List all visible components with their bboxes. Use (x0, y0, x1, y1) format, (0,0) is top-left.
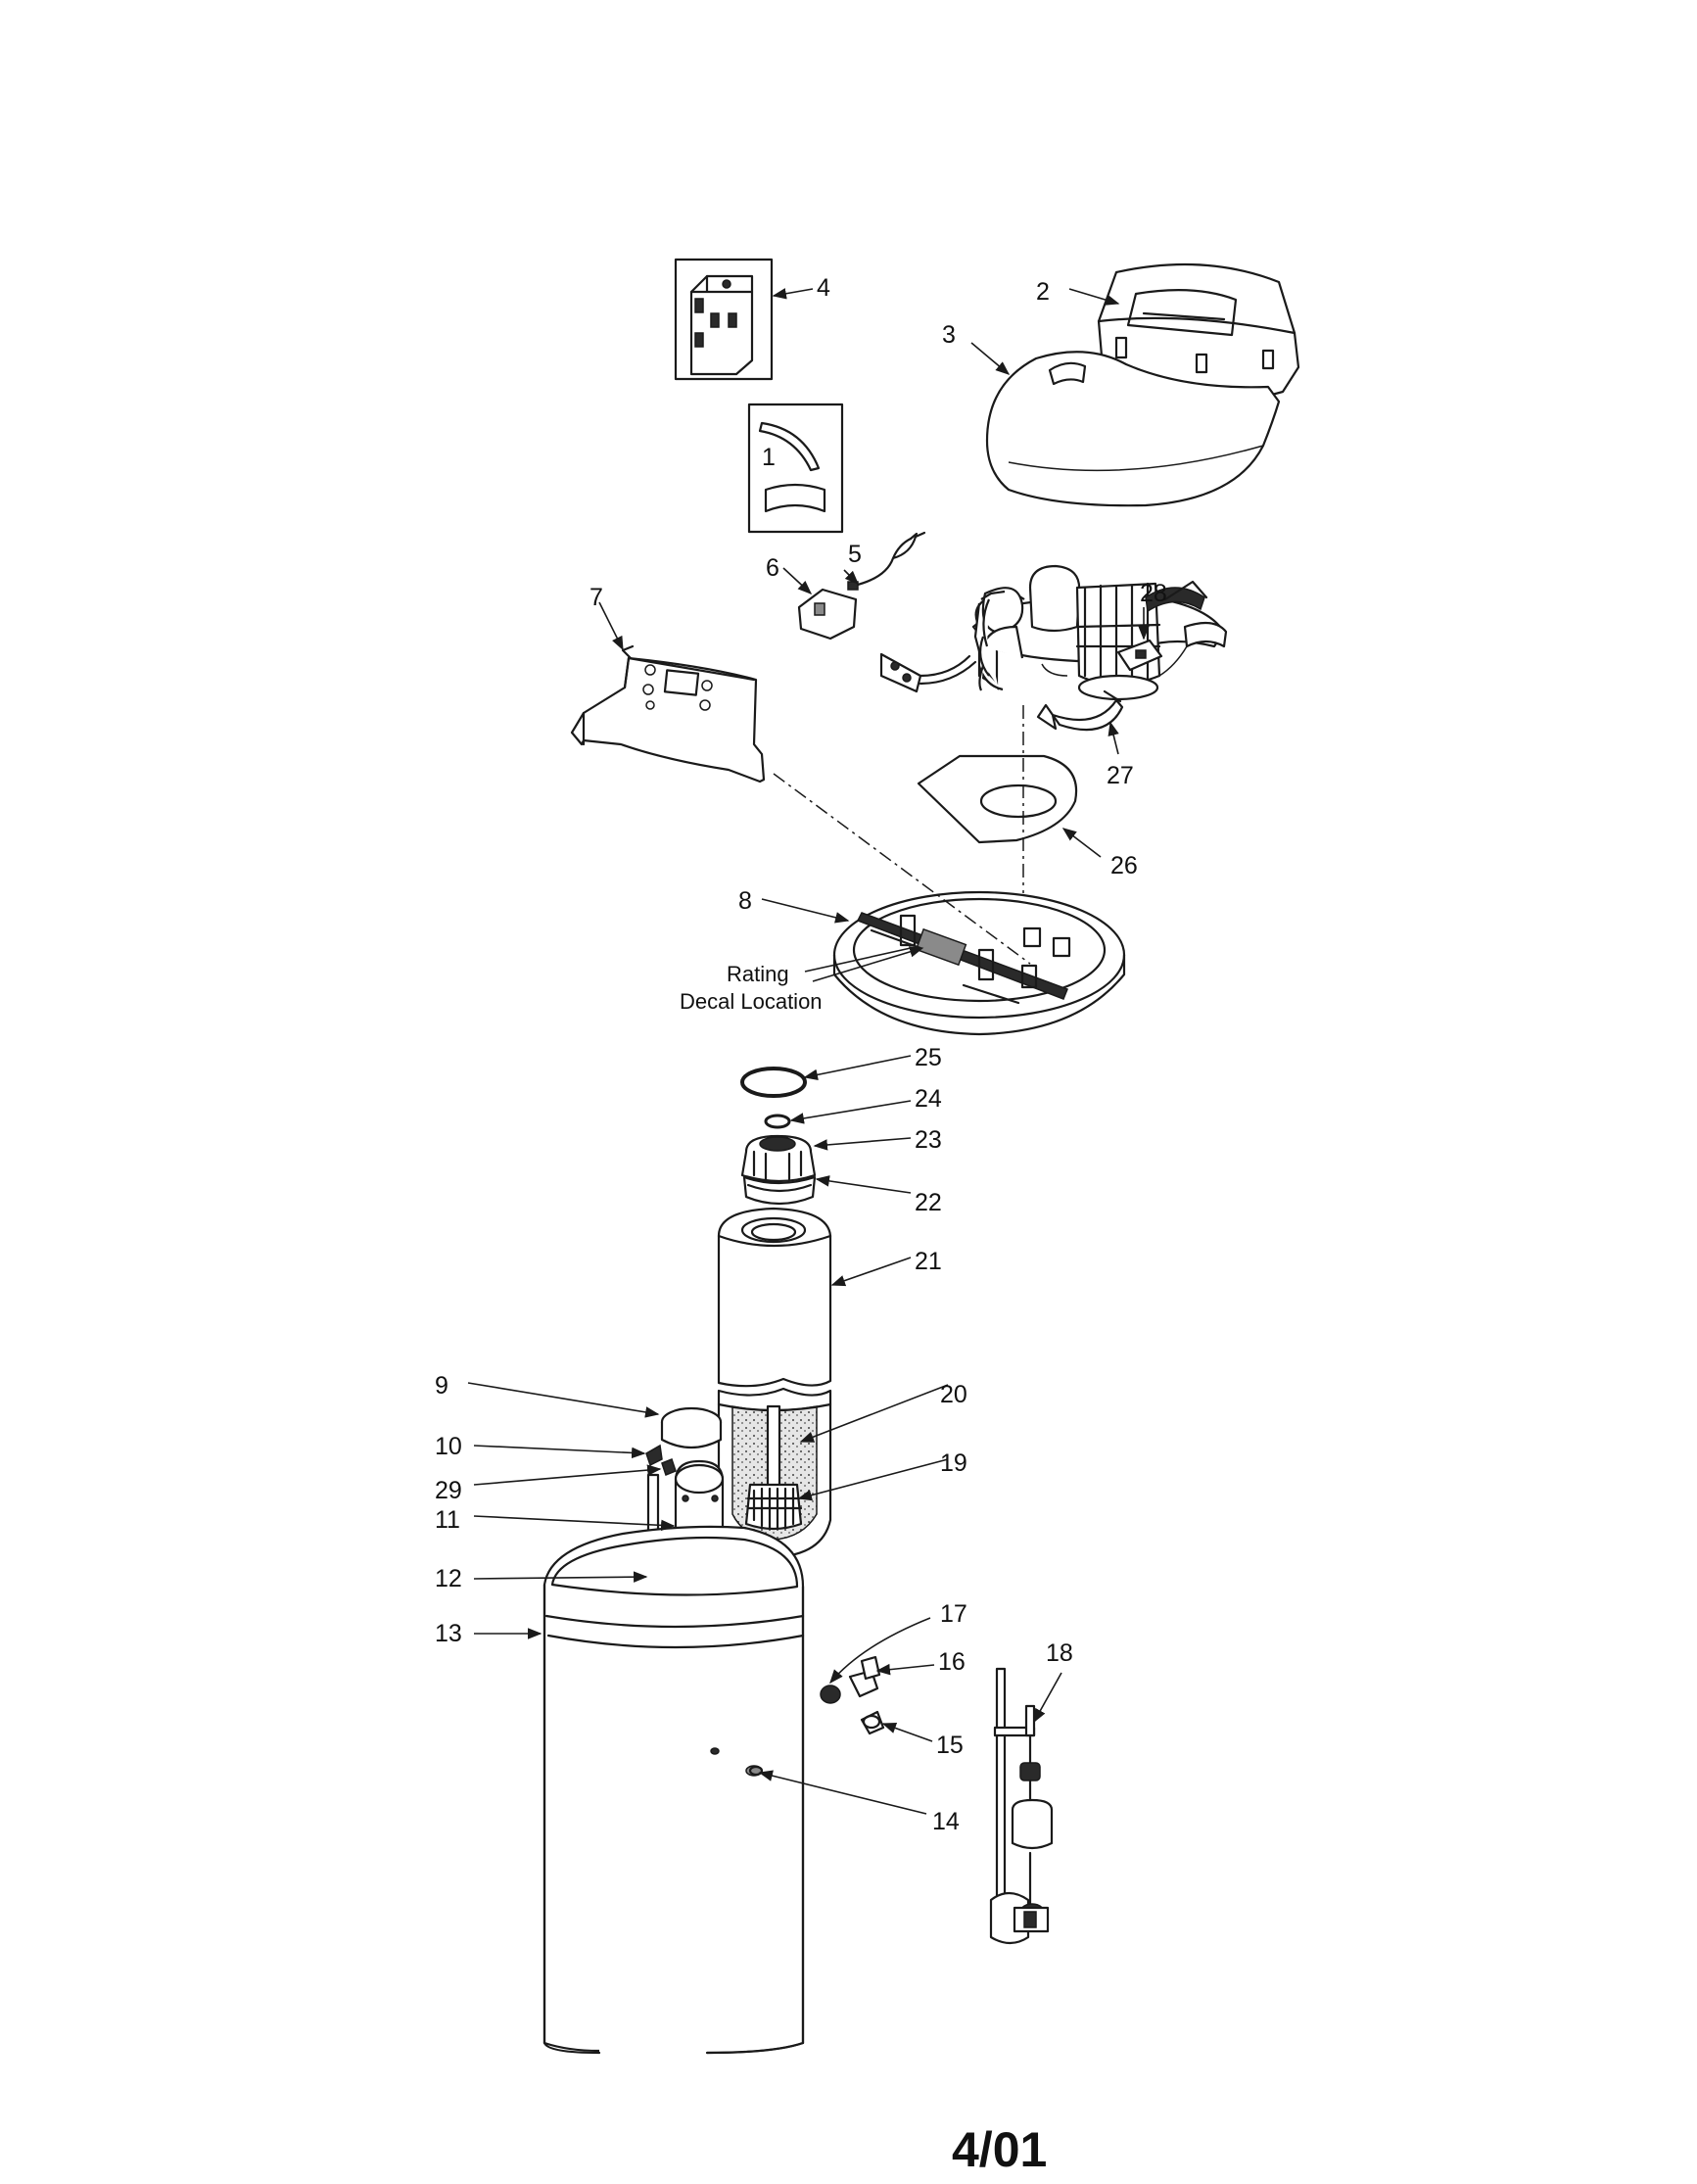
rating-decal-line1: Rating (727, 962, 789, 986)
callout-23: 23 (915, 1126, 942, 1154)
rating-decal-line2: Decal Location (680, 989, 823, 1014)
callout-12: 12 (435, 1565, 462, 1592)
part-25-o-ring (740, 1067, 807, 1098)
callout-5: 5 (848, 541, 862, 568)
callout-1: 1 (762, 444, 776, 471)
part-29-clip (661, 1458, 677, 1476)
part-24-o-ring (764, 1114, 791, 1129)
part-17-grommet (820, 1685, 841, 1704)
callout-11: 11 (435, 1506, 460, 1534)
part-23-adapter (740, 1134, 817, 1183)
callout-22: 22 (915, 1189, 942, 1216)
rating-decal-note: Rating Decal Location (680, 962, 823, 1014)
part-8-base-plate (832, 890, 1126, 1036)
part-9-brine-well-cap (660, 1406, 723, 1449)
part-15-hose-clamp (860, 1710, 885, 1735)
callout-19: 19 (940, 1449, 967, 1477)
callout-20: 20 (940, 1381, 967, 1408)
callout-17: 17 (940, 1600, 967, 1628)
callout-29: 29 (435, 1477, 462, 1504)
callout-4: 4 (817, 274, 830, 302)
callout-10: 10 (435, 1433, 462, 1460)
part-1-strap-and-pad (747, 403, 844, 534)
callout-15: 15 (936, 1732, 964, 1759)
part-5-wire-harness (847, 531, 926, 591)
callout-25: 25 (915, 1044, 942, 1071)
part-4-transformer (674, 258, 774, 381)
callout-13: 13 (435, 1620, 462, 1647)
part-26-gasket (917, 754, 1078, 844)
part-22-collar (742, 1175, 817, 1206)
part-27-clamp (1036, 689, 1124, 732)
part-18-brine-valve (989, 1667, 1054, 1945)
part-28-clip (1116, 639, 1163, 672)
revision-date: 4/01 (952, 2122, 1047, 2177)
callout-3: 3 (942, 321, 956, 349)
callout-7: 7 (589, 584, 603, 611)
callout-27: 27 (1107, 762, 1134, 789)
part-6-switch (797, 588, 858, 641)
part-19-bottom-distributor (744, 1483, 803, 1531)
part-7-faceplate (570, 644, 766, 783)
callout-6: 6 (766, 554, 779, 582)
part-21-resin-tank (717, 1207, 832, 1388)
part-10-fitting (645, 1444, 663, 1467)
valve-motor-assembly (879, 564, 1228, 701)
leader-lines (467, 288, 1150, 1815)
callout-2: 2 (1036, 278, 1050, 306)
callout-18: 18 (1046, 1639, 1073, 1667)
callout-24: 24 (915, 1085, 942, 1113)
callout-14: 14 (932, 1808, 960, 1835)
callout-21: 21 (915, 1248, 942, 1275)
callout-labels: 1 2 3 4 5 6 7 8 9 10 11 12 13 14 15 16 1… (435, 274, 1167, 1835)
callout-26: 26 (1110, 852, 1138, 879)
callout-9: 9 (435, 1372, 448, 1400)
part-3-shroud (985, 351, 1281, 507)
assembly-centerlines (773, 705, 1031, 965)
part-13-salt-tank (542, 1525, 805, 2055)
callout-16: 16 (938, 1648, 966, 1676)
callout-28: 28 (1140, 580, 1167, 607)
part-16-elbow (848, 1655, 881, 1698)
callout-8: 8 (738, 887, 752, 915)
